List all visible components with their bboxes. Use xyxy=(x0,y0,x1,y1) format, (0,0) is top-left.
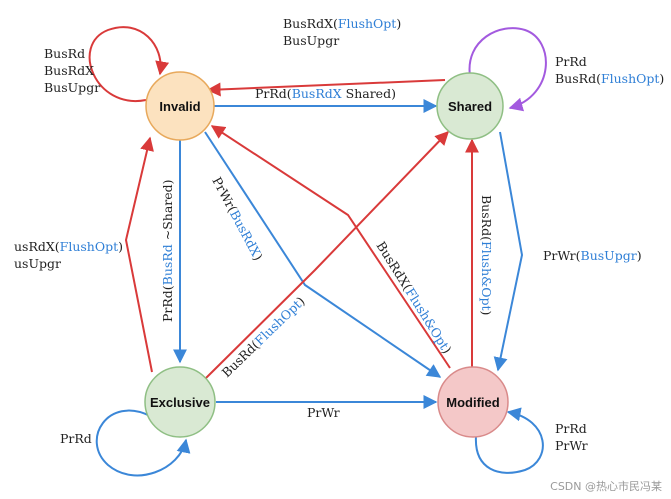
state-invalid-border xyxy=(145,71,215,141)
label-exclusive-to-invalid-1: usRdX(FlushOpt) xyxy=(14,239,123,254)
label-exclusive-to-invalid-2: usUpgr xyxy=(14,256,61,271)
edge-invalid-to-modified xyxy=(204,131,442,378)
label-exclusive-loop: PrRd xyxy=(60,431,92,446)
label-shared-to-invalid-1: BusRdX(FlushOpt) xyxy=(283,16,401,31)
edge-exclusive-to-shared xyxy=(205,130,449,379)
edge-exclusive-self-loop xyxy=(95,409,191,477)
label-exclusive-to-modified: PrWr xyxy=(307,405,340,420)
edge-shared-to-modified xyxy=(493,131,524,372)
label-shared-loop-2: BusRd(FlushOpt) xyxy=(555,71,664,86)
state-invalid-label: Invalid xyxy=(159,99,200,114)
label-exclusive-to-invalid: usRdX(FlushOpt) usUpgr xyxy=(14,239,123,271)
label-shared-to-modified: PrWr(BusUpgr) xyxy=(543,248,642,263)
edge-exclusive-to-invalid xyxy=(124,136,154,373)
edge-invalid-self-loop xyxy=(88,26,170,103)
label-invalid-loop-1: BusRd xyxy=(44,46,85,61)
label-modified-loop: PrRd PrWr xyxy=(555,421,588,453)
state-modified-border xyxy=(437,366,509,438)
label-modified-to-shared: BusRd(Flush&Opt) xyxy=(479,195,494,315)
label-shared-to-invalid-2: BusUpgr xyxy=(283,33,339,48)
state-exclusive: Exclusive xyxy=(144,366,216,438)
state-shared-border xyxy=(436,72,504,140)
label-invalid-to-shared: PrRd(BusRdX Shared) xyxy=(255,86,396,101)
edge-modified-self-loop xyxy=(474,407,544,474)
state-shared: Shared xyxy=(436,72,504,140)
label-invalid-loop-3: BusUpgr xyxy=(44,80,100,95)
label-shared-to-invalid: BusRdX(FlushOpt) BusUpgr xyxy=(283,16,401,48)
state-invalid: Invalid xyxy=(145,71,215,141)
label-shared-loop-1: PrRd xyxy=(555,54,587,69)
label-exclusive-to-shared: BusRd(FlushOpt) xyxy=(219,293,308,380)
edge-shared-to-invalid xyxy=(206,79,446,97)
state-exclusive-border xyxy=(144,366,216,438)
label-invalid-loop: BusRd BusRdX BusUpgr xyxy=(44,46,100,95)
edge-modified-to-invalid xyxy=(210,125,451,369)
label-modified-to-invalid: BusRdX(Flush&Opt) xyxy=(373,239,454,357)
state-modified: Modified xyxy=(437,366,509,438)
state-exclusive-label: Exclusive xyxy=(150,395,210,410)
state-modified-label: Modified xyxy=(446,395,499,410)
label-modified-loop-1: PrRd xyxy=(555,421,587,436)
label-modified-loop-2: PrWr xyxy=(555,438,588,453)
label-shared-loop: PrRd BusRd(FlushOpt) xyxy=(555,54,664,86)
label-invalid-to-modified: PrWr(BusRdX) xyxy=(209,174,266,263)
state-modified-circle xyxy=(438,367,508,437)
state-exclusive-circle xyxy=(145,367,215,437)
state-shared-circle xyxy=(437,73,503,139)
state-invalid-circle xyxy=(146,72,214,140)
edge-shared-self-loop xyxy=(468,27,547,112)
label-invalid-to-exclusive: PrRd(BusRd ~Shared) xyxy=(160,179,175,322)
state-shared-label: Shared xyxy=(448,99,492,114)
watermark: CSDN @热心市民冯某 xyxy=(550,479,662,493)
label-invalid-loop-2: BusRdX xyxy=(44,63,94,78)
